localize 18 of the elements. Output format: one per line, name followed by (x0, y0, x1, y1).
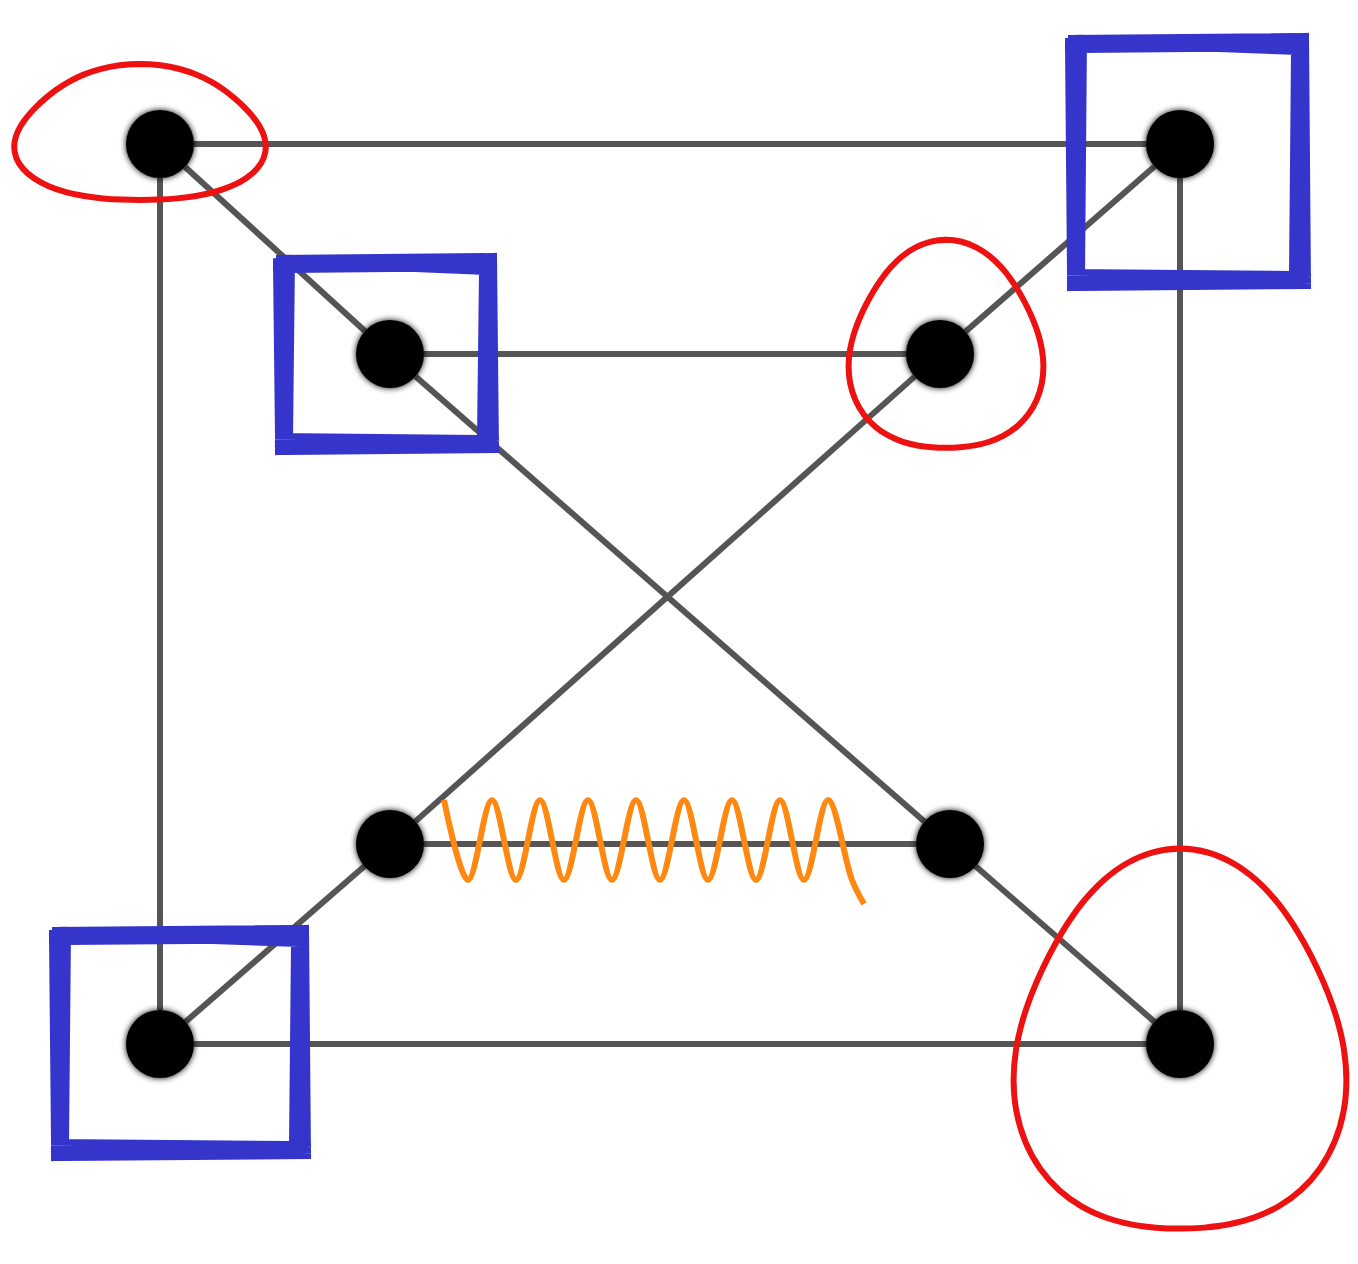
graph-vertex (916, 810, 984, 878)
graph-edge (183, 164, 367, 334)
graph-vertex (126, 110, 194, 178)
graph-vertex (1146, 110, 1214, 178)
graph-edge (1177, 178, 1183, 1010)
graph-edge (194, 1041, 1146, 1047)
graph-edge (183, 864, 367, 1024)
graph-vertex (126, 1010, 194, 1078)
graph-edge (424, 351, 906, 357)
graph-edge (963, 164, 1157, 334)
graph-edge (424, 841, 916, 847)
graph-vertex (356, 320, 424, 388)
graph-edge (157, 178, 163, 1010)
graph-edge (973, 864, 1157, 1024)
graph-vertex (1146, 1010, 1214, 1078)
graph-vertex (356, 810, 424, 878)
graph-vertex (906, 320, 974, 388)
graph-edge (194, 141, 1146, 147)
